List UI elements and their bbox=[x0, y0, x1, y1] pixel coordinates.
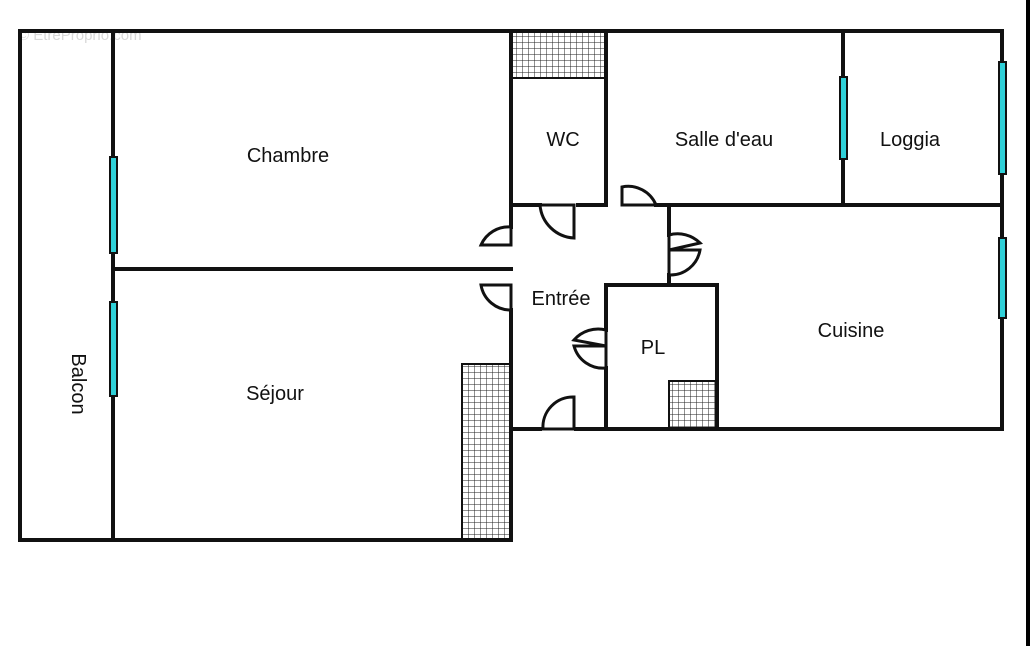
door-pl-b bbox=[572, 344, 608, 370]
room-label-wc: WC bbox=[546, 129, 579, 151]
door-cuisine-b bbox=[667, 248, 702, 277]
frame-edge-right bbox=[1026, 0, 1030, 646]
door-chambre bbox=[478, 225, 513, 247]
hatched-duct-pl bbox=[668, 380, 718, 430]
door-sejour bbox=[479, 283, 513, 312]
window-cuisine bbox=[998, 237, 1007, 319]
door-salle-eau bbox=[620, 184, 659, 207]
room-label-entree: Entrée bbox=[532, 288, 591, 310]
hatched-duct-sejour bbox=[461, 363, 512, 541]
window-loggia bbox=[998, 61, 1007, 175]
doors bbox=[478, 184, 704, 431]
room-label-loggia: Loggia bbox=[880, 129, 941, 151]
hatched-duct-top bbox=[510, 31, 607, 79]
room-label-cuisine: Cuisine bbox=[818, 320, 885, 342]
window-chambre bbox=[109, 156, 118, 254]
door-pl bbox=[571, 327, 608, 348]
windows bbox=[109, 61, 1007, 397]
door-cuisine bbox=[667, 232, 704, 252]
room-label-sejour: Séjour bbox=[246, 383, 304, 405]
room-label-salle-eau: Salle d'eau bbox=[675, 129, 773, 151]
room-label-balcon: Balcon bbox=[67, 353, 89, 414]
room-label-pl: PL bbox=[641, 337, 665, 359]
door-wc bbox=[538, 203, 576, 240]
window-sejour bbox=[109, 301, 118, 397]
room-label-chambre: Chambre bbox=[247, 145, 329, 167]
door-entree bbox=[541, 395, 576, 431]
window-salle-eau bbox=[839, 76, 848, 160]
